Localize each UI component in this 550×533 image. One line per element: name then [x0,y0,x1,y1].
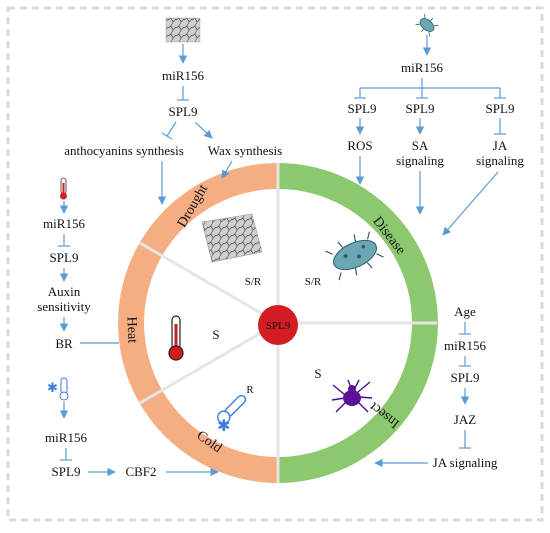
wheel-divider-upper-left [139,241,279,325]
spider-mite-icon [331,379,373,413]
center-label: SPL9 [266,320,291,332]
insect-pathway: Age miR156 SPL9 JAZ JA signaling [374,304,498,470]
disease-mir156: miR156 [401,60,443,75]
heat-pathway: miR156 SPL9 Auxin sensitivity BR [37,177,119,351]
cracked-soil-icon [165,17,201,43]
sa-signaling-line2: signaling [396,153,444,168]
biotic-ring [278,163,438,483]
cbf2: CBF2 [125,464,156,479]
mark-disease: S/R [305,276,322,288]
auxin-sensitivity-line1: Auxin [48,284,81,299]
sa-signaling-line1: SA [412,138,429,153]
jaz: JAZ [454,412,476,427]
cold-pathway: ✱ miR156 SPL9 CBF2 [45,377,219,479]
mark-cold: R [246,384,254,396]
snowflake-icon: ✱ [217,418,230,435]
thermometer-cold-icon [59,377,69,401]
thermometer-hot-icon [60,177,67,200]
segment-label-heat: Heat [124,316,140,343]
disease-spl9-sa: SPL9 [406,101,435,116]
heat-spl9: SPL9 [50,250,79,265]
wheel-divider-lower-left [139,321,279,405]
insect-spl9: SPL9 [451,370,480,385]
drought-pathway: miR156 SPL9 anthocyanins synthesis Wax s… [64,17,282,205]
cold-spl9: SPL9 [52,464,81,479]
drought-mir156: miR156 [162,68,204,83]
wax-synthesis: Wax synthesis [208,143,282,158]
dashed-border [6,6,544,522]
mark-drought: S/R [245,276,262,288]
ros: ROS [347,138,372,153]
bacterium-icon [325,231,384,281]
disease-spl9-ja: SPL9 [486,101,515,116]
bacterium-icon [415,13,439,37]
mark-heat: S [212,327,219,342]
insect-mir156: miR156 [444,338,486,353]
snowflake-icon: ✱ [47,380,58,395]
auxin-sensitivity-line2: sensitivity [37,299,91,314]
disease-spl9-ros: SPL9 [348,101,377,116]
thermometer-cold-icon [217,394,247,424]
ja-signaling-line1: JA [493,138,508,153]
drought-spl9: SPL9 [169,104,198,119]
abiotic-ring [118,163,278,483]
center-circle [258,305,298,345]
anthocyanins-synthesis: anthocyanins synthesis [64,143,184,158]
thermometer-hot-icon [168,315,184,361]
cracked-soil-icon [201,213,263,263]
disease-pathway: miR156 SPL9 SPL9 SPL9 ROS SA signaling J… [347,13,524,236]
ja-signaling: JA signaling [433,455,498,470]
ja-signaling-line2: signaling [476,153,524,168]
mark-insect: S [314,366,321,381]
stress-wheel: Drought Heat Cold Disease Insect S/R S/R… [118,163,438,483]
heat-mir156: miR156 [43,216,85,231]
cold-mir156: miR156 [45,430,87,445]
br: BR [55,336,73,351]
age: Age [454,304,476,319]
